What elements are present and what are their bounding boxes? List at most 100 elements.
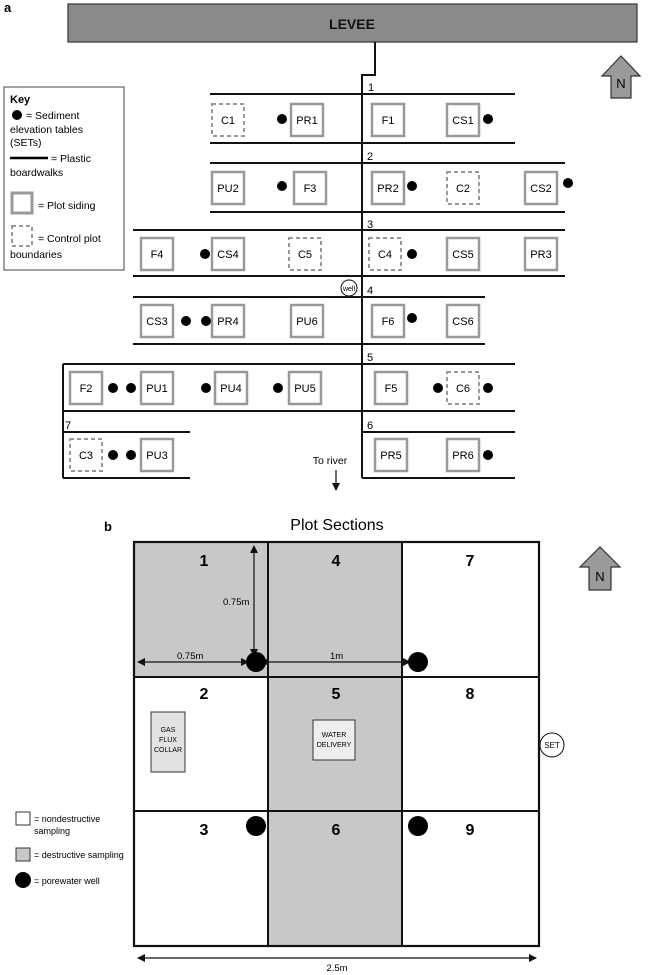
key-control-box: [11, 225, 33, 247]
plot-pr1: PR1: [289, 102, 325, 138]
porewater-well: [408, 816, 428, 836]
cell-shaded-6: [268, 811, 402, 946]
legend-destructive: = destructive sampling: [34, 850, 124, 860]
cell-number-5: 5: [332, 686, 341, 703]
set-dot: [407, 313, 417, 323]
svg-text:C5: C5: [298, 249, 312, 261]
svg-text:COLLAR: COLLAR: [154, 747, 182, 754]
plot-pu6: PU6: [289, 303, 325, 339]
plot-pu5: PU5: [287, 370, 323, 406]
set-dot: [483, 114, 493, 124]
legend-porewater-dot: [15, 872, 31, 888]
walk-number-5: 5: [367, 352, 373, 364]
set-dot: [433, 383, 443, 393]
boardwalks: [62, 42, 565, 479]
cell-number-1: 1: [200, 553, 209, 570]
plot-c5: C5: [288, 237, 322, 271]
gas-flux-collar: GAS FLUX COLLAR: [150, 711, 186, 773]
key-set-text-3: (SETs): [10, 137, 42, 149]
north-arrow-b: N: [578, 546, 622, 591]
svg-text:WATER: WATER: [322, 732, 347, 739]
svg-text:PR5: PR5: [380, 450, 401, 462]
set-dot: [563, 178, 573, 188]
plot-f5: F5: [373, 370, 409, 406]
set-dot: [201, 383, 211, 393]
plot-pu2: PU2: [210, 170, 246, 206]
svg-text:CS3: CS3: [146, 316, 167, 328]
cell-shaded-4: [268, 542, 402, 677]
svg-text:PU2: PU2: [217, 183, 238, 195]
plot-pr2: PR2: [370, 170, 406, 206]
walk-number-7: 7: [65, 420, 71, 432]
porewater-well: [246, 816, 266, 836]
set-marker: SET: [539, 732, 565, 758]
cell-shaded-1: [134, 542, 268, 677]
well-marker: well: [340, 279, 358, 297]
svg-text:F5: F5: [385, 383, 398, 395]
svg-text:PR1: PR1: [296, 115, 317, 127]
walk-number-1: 1: [368, 82, 374, 94]
plot-pu1: PU1: [139, 370, 175, 406]
walk-number-3: 3: [367, 219, 373, 231]
svg-text:PU3: PU3: [146, 450, 167, 462]
svg-text:CS1: CS1: [452, 115, 473, 127]
svg-text:PU1: PU1: [146, 383, 167, 395]
set-dot: [108, 383, 118, 393]
set-dot: [483, 383, 493, 393]
svg-text:FLUX: FLUX: [159, 737, 177, 744]
svg-text:PR3: PR3: [530, 249, 551, 261]
plot-pu3: PU3: [139, 437, 175, 473]
plot-pr5: PR5: [373, 437, 409, 473]
plot-c1: C1: [211, 103, 245, 137]
legend-nondestructive-2: sampling: [34, 826, 70, 836]
dim-1m-label: 1m: [330, 651, 343, 662]
key-control-text-2: boundaries: [10, 249, 62, 261]
legend-nondestructive-1: = nondestructive: [34, 814, 100, 824]
svg-text:F3: F3: [304, 183, 317, 195]
key-siding-text: = Plot siding: [38, 200, 96, 212]
panel-b-label: b: [104, 519, 112, 534]
cell-number-2: 2: [200, 686, 209, 703]
svg-text:DELIVERY: DELIVERY: [317, 742, 352, 749]
svg-text:C4: C4: [378, 249, 392, 261]
set-dot: [407, 249, 417, 259]
set-dot: [181, 316, 191, 326]
cell-number-8: 8: [466, 686, 475, 703]
plot-f4: F4: [139, 236, 175, 272]
key-box: Key = Sediment elevation tables (SETs) =…: [3, 86, 125, 271]
plot-cs5: CS5: [445, 236, 481, 272]
svg-text:PR4: PR4: [217, 316, 238, 328]
well-label: well: [342, 286, 356, 293]
set-dot: [277, 181, 287, 191]
porewater-well: [246, 652, 266, 672]
walk-number-4: 4: [367, 285, 373, 297]
svg-text:F2: F2: [80, 383, 93, 395]
plot-pr3: PR3: [523, 236, 559, 272]
dim-075-horizontal-label: 0.75m: [177, 651, 203, 662]
plot-f6: F6: [370, 303, 406, 339]
legend-destructive-swatch: [15, 847, 31, 862]
plot-cs3: CS3: [139, 303, 175, 339]
svg-text:CS2: CS2: [530, 183, 551, 195]
svg-text:C6: C6: [456, 383, 470, 395]
svg-text:PR6: PR6: [452, 450, 473, 462]
key-title: Key: [10, 94, 31, 106]
walk-number-6: 6: [367, 420, 373, 432]
plot-f3: F3: [292, 170, 328, 206]
key-control-text-1: = Control plot: [38, 233, 101, 245]
set-dot: [126, 450, 136, 460]
svg-text:PU5: PU5: [294, 383, 315, 395]
set-dot: [273, 383, 283, 393]
legend-b: = nondestructive sampling = destructive …: [15, 811, 124, 888]
key-set-text-1: = Sediment: [26, 110, 79, 122]
dim-25m-label: 2.5m: [326, 963, 347, 974]
plot-sections-title: Plot Sections: [290, 517, 383, 534]
plot-f1: F1: [370, 102, 406, 138]
porewater-well: [408, 652, 428, 672]
panel-a-label: a: [4, 0, 12, 15]
key-set-text-2: elevation tables: [10, 124, 83, 136]
svg-text:C3: C3: [79, 450, 93, 462]
svg-text:C1: C1: [221, 115, 235, 127]
key-set-dot: [12, 110, 22, 120]
